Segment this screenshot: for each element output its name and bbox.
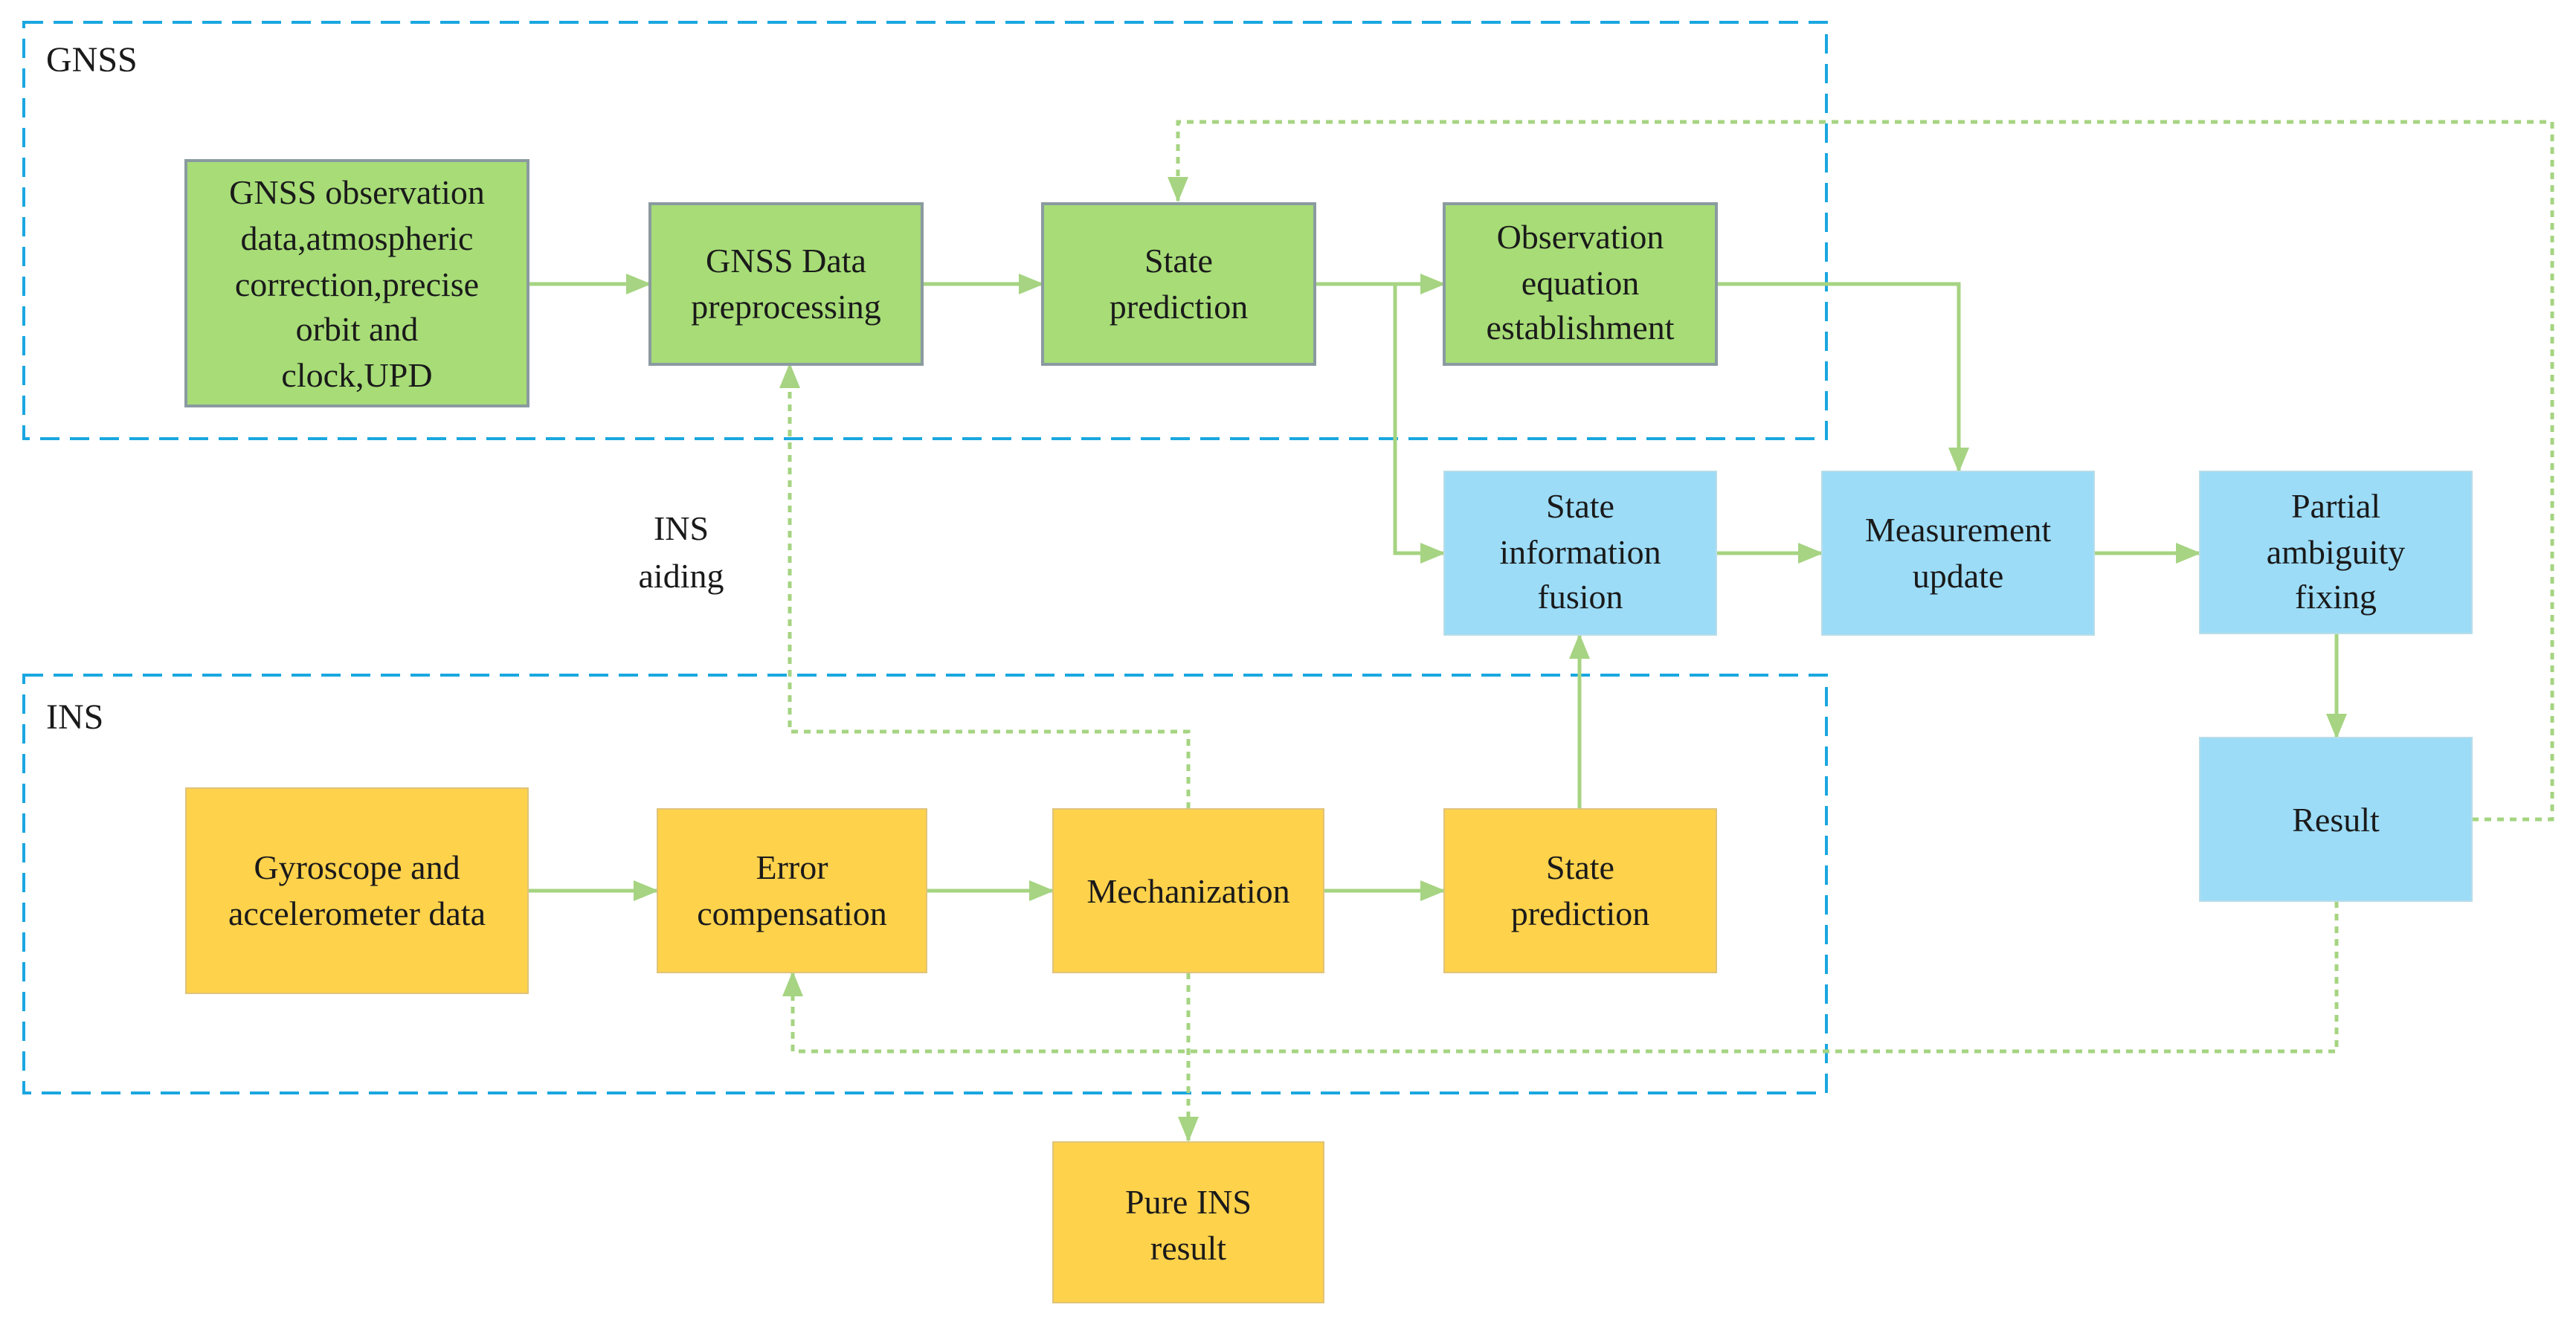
svg-text:Observation: Observation	[1497, 218, 1664, 256]
svg-text:State: State	[1144, 242, 1213, 280]
svg-text:Mechanization: Mechanization	[1086, 872, 1289, 910]
svg-text:orbit and: orbit and	[296, 310, 419, 348]
partial-ambiguity-fixing-box: Partial ambiguity fixing	[2199, 471, 2473, 634]
svg-text:GNSS Data: GNSS Data	[706, 242, 866, 280]
svg-text:GNSS observation: GNSS observation	[229, 173, 485, 211]
arrow-obs-equation-to-measurement	[1716, 282, 1969, 473]
ins-aiding-label: aiding	[639, 557, 724, 595]
svg-text:prediction: prediction	[1110, 288, 1249, 326]
svg-text:prediction: prediction	[1511, 894, 1650, 932]
dotted-ins-aiding	[779, 363, 1191, 809]
svg-text:preprocessing: preprocessing	[691, 288, 880, 326]
connectors	[528, 274, 2347, 901]
gnss-group-label: GNSS	[46, 40, 138, 80]
svg-text:Partial: Partial	[2291, 487, 2380, 525]
ins-aiding-label: INS	[654, 509, 709, 547]
svg-text:fixing: fixing	[2295, 578, 2377, 616]
svg-text:State: State	[1546, 848, 1614, 886]
gnss-state-prediction-box: State prediction	[1041, 202, 1316, 366]
svg-text:Result: Result	[2292, 801, 2380, 839]
svg-text:Pure INS: Pure INS	[1125, 1183, 1252, 1221]
ins-state-prediction-box: State prediction	[1443, 808, 1717, 973]
svg-text:Error: Error	[756, 848, 828, 886]
svg-text:information: information	[1499, 533, 1661, 571]
svg-text:establishment: establishment	[1487, 309, 1675, 346]
pure-ins-result-box: Pure INS result	[1052, 1141, 1324, 1303]
gnss-preprocessing-box: GNSS Data preprocessing	[648, 202, 924, 366]
mechanization-box: Mechanization	[1052, 808, 1324, 973]
gnss-observation-box: GNSS observation data,atmospheric correc…	[184, 159, 529, 407]
ins-group-border	[22, 674, 1828, 1094]
ins-group-label: INS	[46, 697, 103, 737]
result-box: Result	[2199, 737, 2473, 902]
svg-text:clock,UPD: clock,UPD	[281, 356, 432, 394]
state-information-fusion-box: State information fusion	[1443, 471, 1717, 636]
dotted-result-feedback-to-state	[1168, 120, 2554, 822]
measurement-update-box: Measurement update	[1821, 471, 2095, 636]
observation-equation-box: Observation equation establishment	[1443, 202, 1718, 366]
svg-text:fusion: fusion	[1538, 578, 1623, 616]
svg-text:result: result	[1150, 1229, 1226, 1267]
svg-text:ambiguity: ambiguity	[2267, 533, 2406, 571]
dotted-result-to-error-compensation	[782, 901, 2339, 1054]
gnss-group-border	[22, 21, 1828, 440]
arrow-state-to-fusion	[1393, 284, 1446, 564]
svg-text:equation: equation	[1522, 264, 1639, 302]
dotted-connectors	[779, 120, 2554, 1142]
svg-text:update: update	[1913, 557, 2004, 595]
svg-text:data,atmospheric: data,atmospheric	[241, 219, 474, 257]
svg-text:State: State	[1546, 487, 1614, 525]
svg-text:accelerometer data: accelerometer data	[228, 894, 486, 932]
svg-text:correction,precise: correction,precise	[235, 265, 479, 303]
svg-text:compensation: compensation	[697, 894, 887, 932]
gyroscope-accelerometer-box: Gyroscope and accelerometer data	[185, 787, 529, 994]
svg-text:Gyroscope and: Gyroscope and	[254, 848, 460, 886]
svg-text:Measurement: Measurement	[1865, 511, 2052, 549]
error-compensation-box: Error compensation	[657, 808, 927, 973]
